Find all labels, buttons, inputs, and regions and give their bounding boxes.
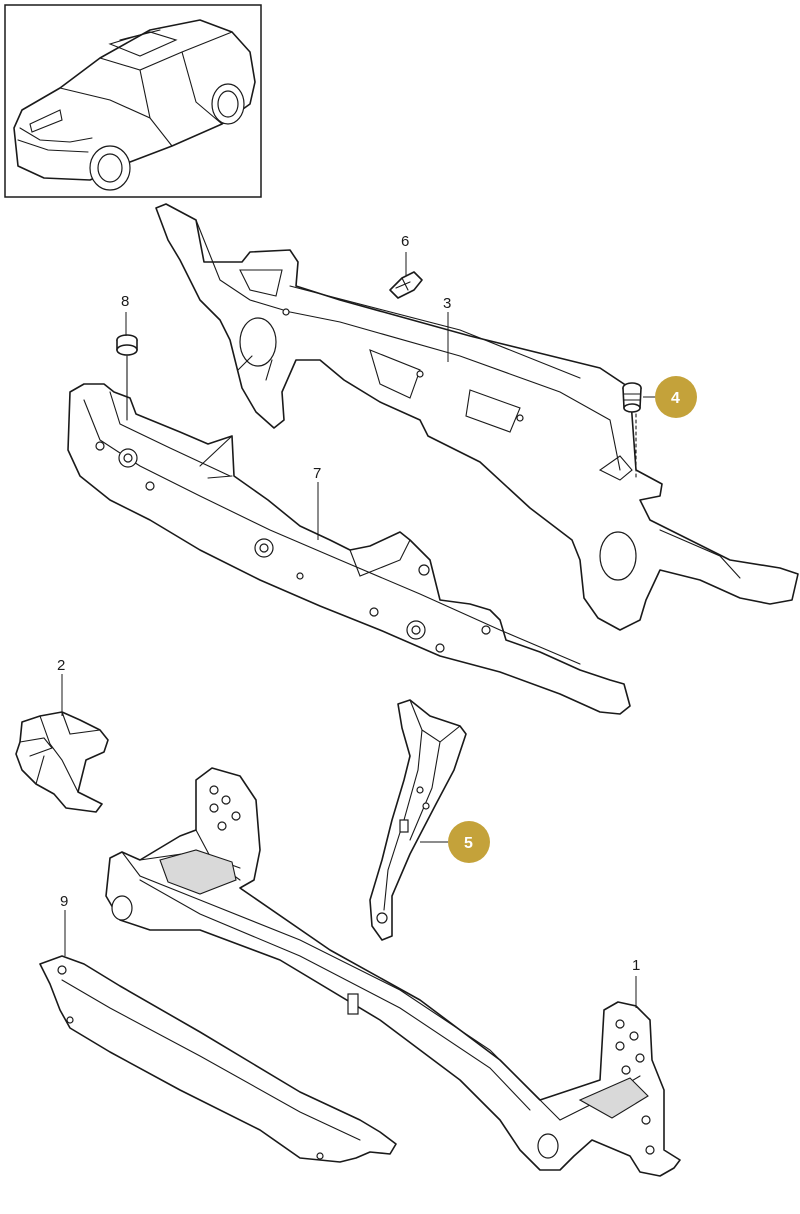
callout-8: 8	[121, 293, 129, 336]
callout-3-label: 3	[443, 295, 451, 312]
callout-1: 1	[632, 957, 640, 1008]
part-3-front-end-carrier	[155, 203, 799, 631]
callout-5-badge	[448, 821, 490, 863]
car-illustration	[13, 19, 256, 191]
callout-3: 3	[443, 295, 451, 362]
part-9-cover-plate	[39, 955, 397, 1163]
callout-9-label: 9	[60, 893, 68, 910]
part-4-grommet	[622, 382, 642, 481]
part-6-clip	[389, 271, 423, 299]
part-8-bolt	[116, 334, 138, 421]
callout-9: 9	[60, 893, 68, 956]
callout-4-badge	[655, 376, 697, 418]
callout-7-label: 7	[313, 465, 321, 482]
part-7-cross-member	[67, 383, 631, 715]
callout-4: 4	[643, 376, 697, 418]
callout-1-label: 1	[632, 957, 640, 974]
callout-8-label: 8	[121, 293, 129, 310]
callout-7: 7	[313, 465, 321, 540]
callout-2: 2	[57, 657, 65, 716]
part-1-bumper-beam	[105, 767, 681, 1177]
vehicle-thumbnail	[4, 4, 262, 198]
callout-2-label: 2	[57, 657, 65, 674]
part-2-bracket	[15, 711, 109, 813]
callout-6: 6	[401, 233, 409, 276]
callout-6-label: 6	[401, 233, 409, 250]
callout-5-label: 5	[464, 835, 473, 852]
callout-4-label: 4	[671, 390, 680, 407]
callout-5: 5	[420, 821, 490, 863]
part-5-strut	[369, 699, 467, 941]
